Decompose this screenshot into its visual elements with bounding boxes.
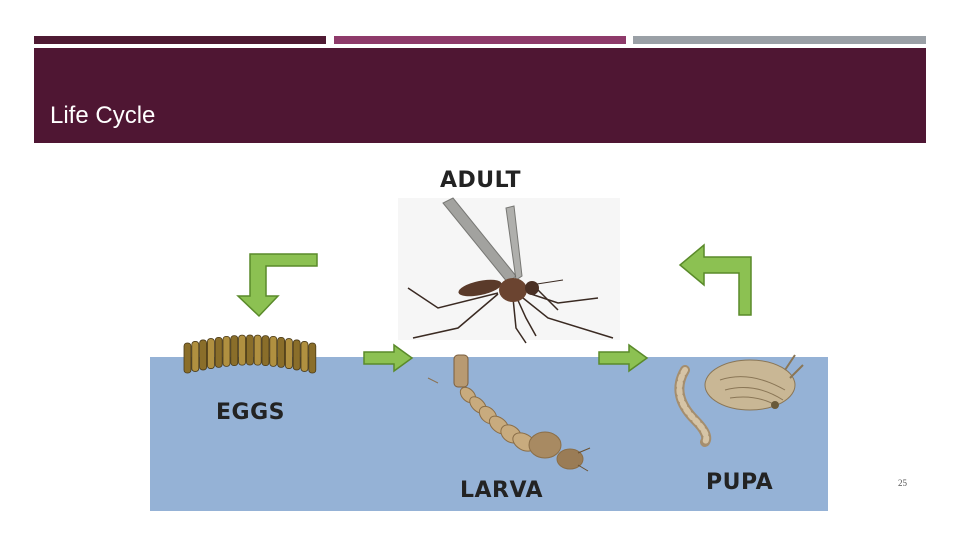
title-bar: Life Cycle — [34, 48, 926, 143]
slide-number: 25 — [898, 478, 907, 488]
egg — [223, 336, 230, 366]
slide-title: Life Cycle — [50, 102, 155, 130]
egg — [239, 335, 246, 365]
egg — [270, 336, 277, 366]
stage-label-eggs: EGGS — [216, 400, 285, 425]
egg — [246, 335, 253, 365]
header-stripe-grey — [633, 36, 926, 44]
egg — [293, 340, 300, 370]
egg — [262, 336, 269, 366]
stage-label-adult: ADULT — [440, 168, 521, 193]
egg — [301, 341, 308, 371]
arrow-icon — [597, 343, 649, 373]
arrow-icon — [676, 243, 756, 319]
egg — [254, 335, 261, 365]
egg-raft-illustration — [178, 333, 323, 383]
egg — [309, 343, 316, 373]
egg — [285, 339, 292, 369]
egg — [278, 337, 285, 367]
stage-label-larva: LARVA — [460, 478, 543, 503]
egg — [184, 343, 191, 373]
egg — [200, 340, 207, 370]
egg — [207, 339, 214, 369]
egg — [192, 341, 199, 371]
larva-illustration — [418, 353, 593, 483]
egg — [215, 337, 222, 367]
header-stripe-mid — [334, 36, 626, 44]
stage-label-pupa: PUPA — [706, 470, 773, 495]
arrow-icon — [362, 343, 414, 373]
mosquito-adult-illustration — [398, 198, 620, 343]
pupa-illustration — [665, 350, 805, 450]
header-stripe-dark — [34, 36, 326, 44]
arrow-icon — [230, 250, 322, 320]
egg — [231, 336, 238, 366]
